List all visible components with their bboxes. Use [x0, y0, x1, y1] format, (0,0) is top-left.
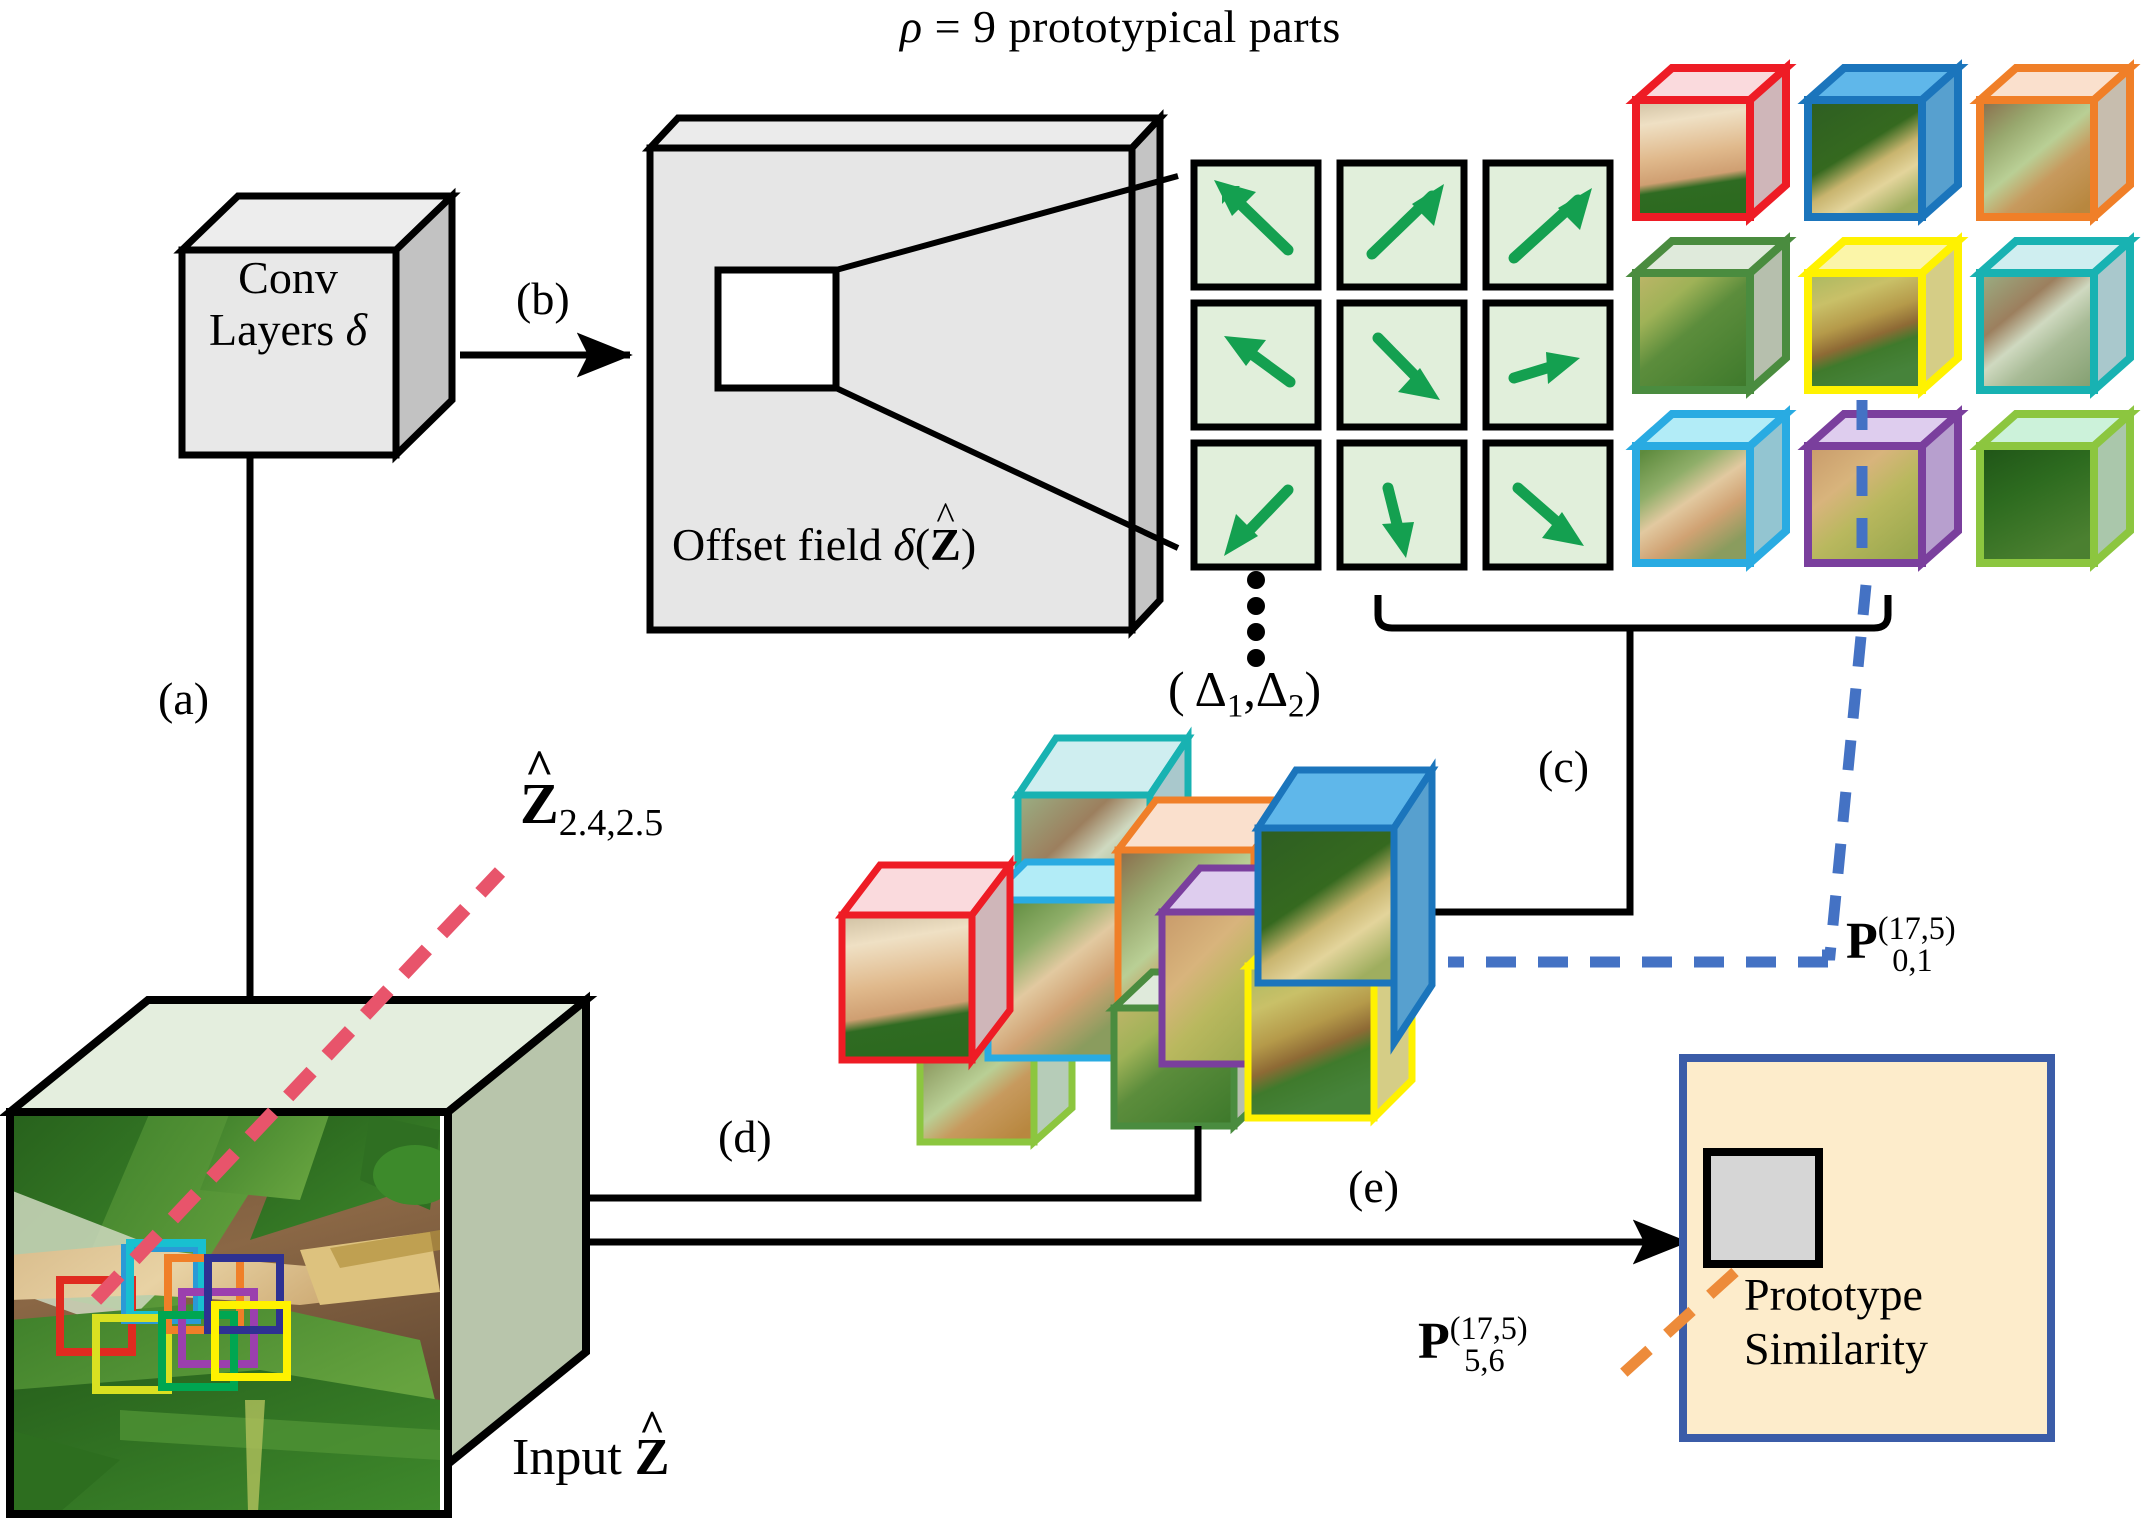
input-bbox-yellow [211, 1301, 291, 1381]
offset-grid-ellipsis [1247, 571, 1265, 667]
prototype-cube-3 [1969, 59, 2141, 226]
edge-label-c: (c) [1538, 741, 1590, 792]
scattered-cube-cluster [834, 726, 1439, 1150]
prototype-similarity-line1: Prototype [1744, 1269, 1923, 1320]
edge-label-a: (a) [158, 673, 210, 724]
edge-label-e: (e) [1348, 1161, 1400, 1212]
input-photo [10, 1112, 440, 1512]
blue-dashed-link [1822, 400, 1872, 961]
prototype-cube-5 [1797, 232, 1969, 399]
p-label-orange: P (17,5) 5,6 [1418, 1309, 1528, 1379]
offset-field-slab [641, 109, 1180, 639]
conv-layers-line1: Conv [238, 252, 338, 303]
edge-label-d: (d) [718, 1111, 772, 1162]
p-label-orange-indices: (17,5) 5,6 [1449, 1309, 1528, 1379]
p-label-blue: P (17,5) 0,1 [1846, 909, 1956, 979]
p-label-orange-sub: 5,6 [1464, 1342, 1505, 1379]
figure-title: ρ = 9 prototypical parts [900, 0, 1341, 53]
cluster-cube-red [834, 854, 1018, 1071]
input-cube [0, 991, 598, 1518]
offset-vector-grid [1190, 159, 1614, 571]
prototype-cube-6 [1969, 232, 2141, 399]
conv-layers-cube [173, 187, 461, 464]
p-label-blue-sub: 0,1 [1892, 942, 1933, 979]
prototype-similarity-panel [1679, 1054, 2055, 1442]
edge-d-arrow [509, 1126, 1202, 1221]
prototype-similarity-label: Prototype Similarity [1744, 1268, 1928, 1377]
prototype-cube-8 [1797, 405, 1969, 572]
zhat-label: ^Z2.4,2.5 [520, 740, 664, 845]
rho-symbol: ρ [900, 1, 923, 52]
p-label-orange-sup: (17,5) [1449, 1309, 1528, 1346]
prototype-cube-grid [1625, 59, 2141, 572]
input-label: Input ^Z [512, 1401, 670, 1486]
offset-field-label: Offset field δ(^Z) [672, 494, 977, 570]
offset-tuple-label: ( Δ1,Δ2) [1168, 661, 1322, 725]
prototype-cube-2 [1797, 59, 1969, 226]
edge-label-b: (b) [516, 273, 570, 324]
conv-layers-line2: Layers δ [208, 303, 368, 355]
orange-dashed-link [1614, 1267, 1739, 1383]
p-label-blue-indices: (17,5) 0,1 [1877, 909, 1956, 979]
prototype-cube-9 [1969, 405, 2141, 572]
input-bbox-yellowgreen [92, 1314, 172, 1394]
prototype-cube-7 [1625, 405, 1797, 572]
zhat-dashed-pointer [90, 867, 506, 1305]
delta-symbol: δ [893, 519, 915, 570]
p-label-blue-sup: (17,5) [1877, 909, 1956, 946]
figure-title-text: = 9 prototypical parts [934, 1, 1341, 52]
prototype-similarity-line2: Similarity [1744, 1323, 1928, 1375]
input-bbox-green [158, 1311, 238, 1391]
cluster-cube-blue [1251, 758, 1439, 1055]
prototype-cube-1 [1625, 59, 1797, 226]
prototype-cube-4 [1625, 232, 1797, 399]
conv-layers-label: Conv Layers δ [198, 252, 378, 355]
input-bbox-navy [204, 1254, 284, 1334]
